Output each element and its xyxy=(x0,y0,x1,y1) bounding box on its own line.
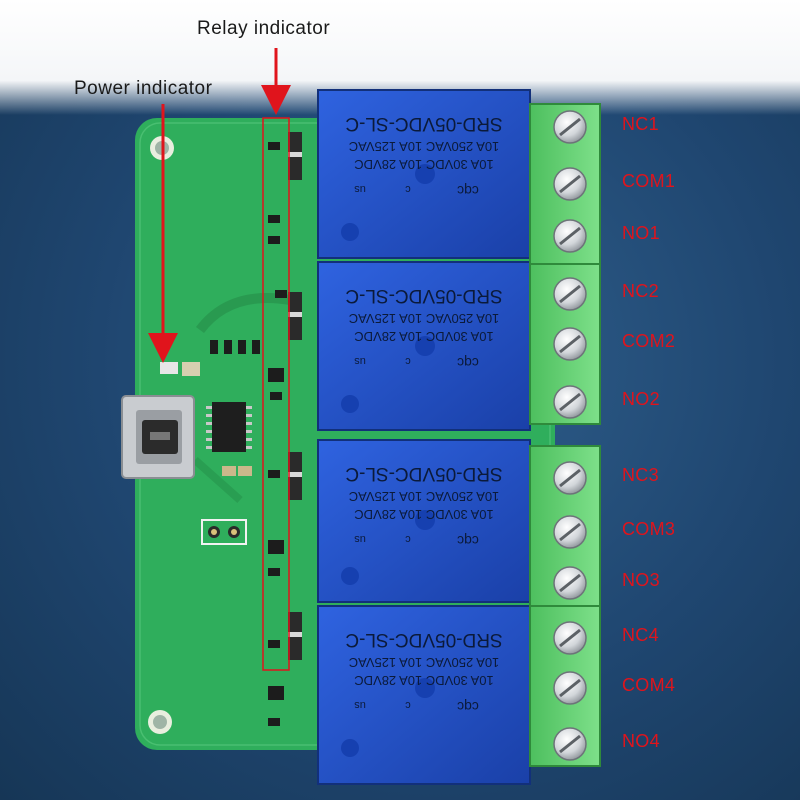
terminal-label-com1: COM1 xyxy=(622,171,676,191)
terminal-screw xyxy=(553,671,587,705)
relay-model-text: SRD-05VDC-SL-C xyxy=(345,463,502,484)
pin-header xyxy=(201,519,247,545)
terminal-screw xyxy=(553,727,587,761)
terminal-blocks xyxy=(529,103,601,767)
relay-rating-text: 10A 250VAC 10A 125VAC xyxy=(349,311,500,326)
relay-model-text: SRD-05VDC-SL-C xyxy=(345,285,502,306)
terminal-screw xyxy=(553,621,587,655)
relay-rating-text: 10A 30VDC 10A 28VDC xyxy=(354,157,493,172)
terminal-screw xyxy=(553,277,587,311)
relay-rating-text: 10A 250VAC 10A 125VAC xyxy=(349,139,500,154)
relay-rating-text: 10A 250VAC 10A 125VAC xyxy=(349,655,500,670)
cqc-mark: cqc xyxy=(457,699,479,715)
ce-mark: c xyxy=(405,183,411,195)
micro-usb-connector xyxy=(121,395,195,479)
relay-marking-1: SRD-05VDC-SL-C 10A 250VAC 10A 125VAC 10A 3… xyxy=(345,113,502,199)
relay-rating-text: 10A 30VDC 10A 28VDC xyxy=(354,507,493,522)
ce-mark: c xyxy=(405,533,411,545)
cqc-mark: cqc xyxy=(457,183,479,199)
ic-chip xyxy=(206,402,252,452)
terminal-screw xyxy=(553,461,587,495)
cqc-mark: cqc xyxy=(457,533,479,549)
power-led xyxy=(160,362,200,376)
terminal-label-nc2: NC2 xyxy=(622,281,659,301)
smd-components xyxy=(210,142,287,726)
relay-indicator-label: Relay indicator xyxy=(197,18,331,39)
terminal-label-no3: NO3 xyxy=(622,570,660,590)
terminal-label-nc3: NC3 xyxy=(622,465,659,485)
terminal-screw xyxy=(553,167,587,201)
relay-4 xyxy=(317,605,531,785)
relay-rating-text: 10A 30VDC 10A 28VDC xyxy=(354,329,493,344)
terminal-label-no4: NO4 xyxy=(622,731,660,751)
terminal-label-nc4: NC4 xyxy=(622,625,659,645)
terminal-screw xyxy=(553,515,587,549)
relay-model-text: SRD-05VDC-SL-C xyxy=(345,113,502,134)
ul-mark: us xyxy=(354,355,366,367)
terminal-label-no1: NO1 xyxy=(622,223,660,243)
terminal-label-nc1: NC1 xyxy=(622,114,659,134)
ce-mark: c xyxy=(405,699,411,711)
relay-3 xyxy=(317,439,531,603)
relay-marking-2: SRD-05VDC-SL-C 10A 250VAC 10A 125VAC 10A 3… xyxy=(345,285,502,371)
relay-markings: SRD-05VDC-SL-C 10A 250VAC 10A 125VAC 10A 3… xyxy=(345,113,502,715)
ul-mark: us xyxy=(354,183,366,195)
relay-2 xyxy=(317,261,531,431)
terminal-screw xyxy=(553,385,587,419)
relay-led-column xyxy=(288,132,302,660)
relay-indicator-highlight xyxy=(262,117,290,671)
cqc-mark: cqc xyxy=(457,355,479,371)
terminal-label-com3: COM3 xyxy=(622,519,676,539)
terminal-screw xyxy=(553,219,587,253)
relay-rating-text: 10A 250VAC 10A 125VAC xyxy=(349,489,500,504)
relay-model-text: SRD-05VDC-SL-C xyxy=(345,629,502,650)
terminal-screw xyxy=(553,566,587,600)
relay-marking-4: SRD-05VDC-SL-C 10A 250VAC 10A 125VAC 10A 3… xyxy=(345,629,502,715)
power-indicator-label: Power indicator xyxy=(74,78,213,99)
terminal-screw xyxy=(553,327,587,361)
terminal-label-com4: COM4 xyxy=(622,675,676,695)
ul-mark: us xyxy=(354,699,366,711)
terminal-screw xyxy=(553,110,587,144)
ce-mark: c xyxy=(405,355,411,367)
relay-1 xyxy=(317,89,531,259)
terminal-label-no2: NO2 xyxy=(622,389,660,409)
relay-marking-3: SRD-05VDC-SL-C 10A 250VAC 10A 125VAC 10A 3… xyxy=(345,463,502,549)
terminal-label-com2: COM2 xyxy=(622,331,676,351)
ul-mark: us xyxy=(354,533,366,545)
relay-rating-text: 10A 30VDC 10A 28VDC xyxy=(354,673,493,688)
